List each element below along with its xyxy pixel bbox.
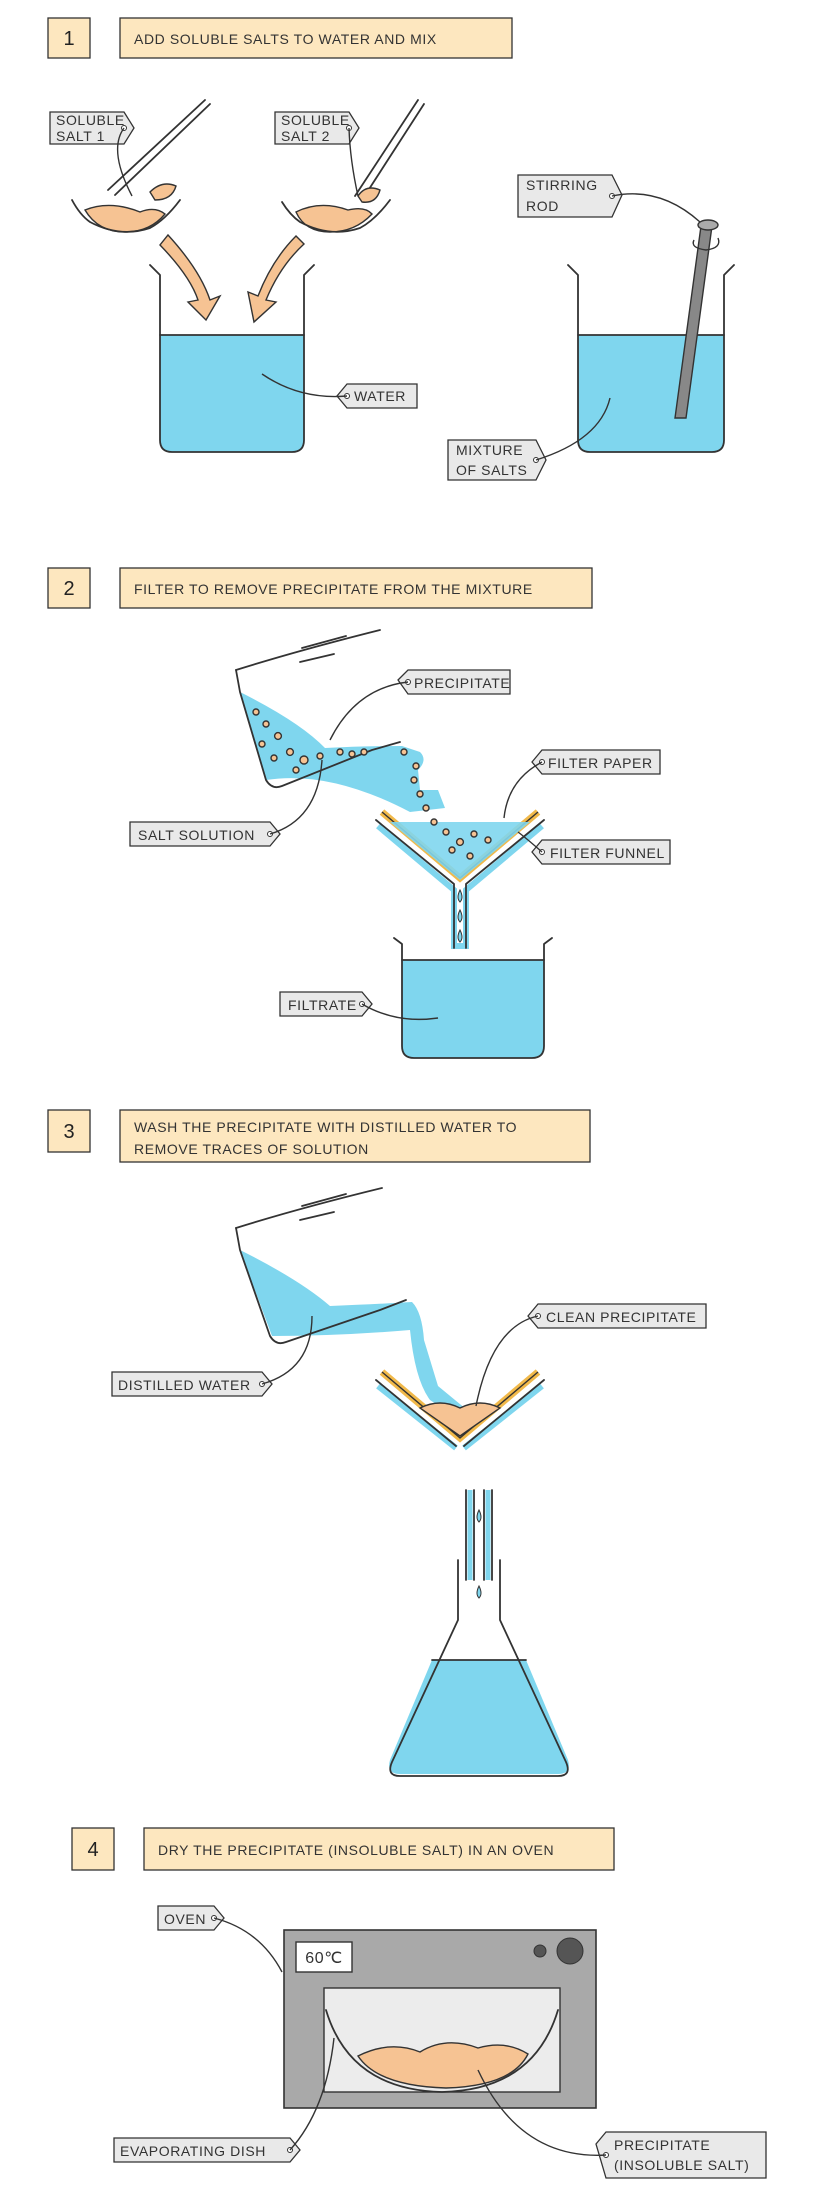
dish-salt-2 [281,99,425,233]
label-filtrate: FILTRATE [279,991,439,1021]
svg-text:MIXTURE: MIXTURE [456,442,523,458]
step-2: 2 FILTER TO REMOVE PRECIPITATE FROM THE … [47,567,593,609]
svg-text:PRECIPITATE: PRECIPITATE [614,2137,710,2153]
filtrate-beaker [393,937,553,1059]
svg-text:OVEN: OVEN [164,1911,206,1927]
oven: 60℃ [283,1929,597,2109]
label-precipitate: PRECIPITATE [329,669,511,741]
label-filter-paper: FILTER PAPER [503,749,661,819]
svg-text:REMOVE TRACES OF SOLUTION: REMOVE TRACES OF SOLUTION [134,1141,369,1157]
svg-text:WASH THE PRECIPITATE WITH DIST: WASH THE PRECIPITATE WITH DISTILLED WATE… [134,1119,517,1135]
svg-text:(INSOLUBLE SALT): (INSOLUBLE SALT) [614,2157,749,2173]
svg-text:DRY THE PRECIPITATE (INSOLUBLE: DRY THE PRECIPITATE (INSOLUBLE SALT) IN … [158,1842,554,1858]
temperature-display [295,1941,353,1973]
svg-text:EVAPORATING DISH: EVAPORATING DISH [120,2143,266,2159]
label-soluble-salt-2: SOLUBLE SALT 2 [274,111,360,197]
svg-text:WATER: WATER [354,388,406,404]
pour-arrow-1 [159,233,222,322]
step-3: 3 WASH THE PRECIPITATE WITH DISTILLED WA… [47,1109,591,1163]
step-instruction-box [119,17,513,59]
svg-text:CLEAN PRECIPITATE: CLEAN PRECIPITATE [546,1309,697,1325]
conical-flask [389,1489,569,1777]
step-1: 1 ADD SOLUBLE SALTS TO WATER AND MIX [47,17,513,59]
pouring-beaker-3 [235,1187,472,1420]
beaker-water [149,264,315,453]
beaker-mixture [567,219,735,453]
drops-2 [457,888,463,943]
step-number: 1 [63,28,74,50]
label-filter-funnel: FILTER FUNNEL [517,831,671,865]
oven-knob-large [556,1937,584,1965]
svg-text:OF SALTS: OF SALTS [456,462,527,478]
svg-text:SOLUBLE: SOLUBLE [56,112,125,128]
svg-text:FILTER PAPER: FILTER PAPER [548,755,653,771]
svg-text:DISTILLED WATER: DISTILLED WATER [118,1377,251,1393]
step-number-box [47,17,91,59]
label-mixture-of-salts: MIXTURE OF SALTS [447,397,611,481]
svg-text:60℃: 60℃ [305,1950,343,1967]
svg-text:SOLUBLE: SOLUBLE [281,112,350,128]
svg-text:FILTER TO REMOVE PRECIPITATE F: FILTER TO REMOVE PRECIPITATE FROM THE MI… [134,581,533,597]
step-instruction: ADD SOLUBLE SALTS TO WATER AND MIX [134,31,437,47]
label-precipitate-insoluble: PRECIPITATE (INSOLUBLE SALT) [477,2069,767,2179]
oven-knob-small [533,1944,547,1958]
svg-text:4: 4 [87,1839,98,1861]
label-distilled-water: DISTILLED WATER [111,1315,313,1397]
svg-text:2: 2 [63,578,74,600]
svg-text:STIRRING: STIRRING [526,177,598,193]
label-water: WATER [261,373,418,409]
filter-funnel-3 [375,1369,545,1451]
svg-text:ROD: ROD [526,198,559,214]
label-soluble-salt-1: SOLUBLE SALT 1 [49,111,135,197]
svg-text:SALT 2: SALT 2 [281,128,330,144]
label-evaporating-dish: EVAPORATING DISH [113,2037,335,2163]
filter-funnel-2 [375,809,545,949]
label-clean-precipitate: CLEAN PRECIPITATE [475,1303,707,1407]
svg-text:PRECIPITATE: PRECIPITATE [414,675,510,691]
label-salt-solution: SALT SOLUTION [129,759,323,847]
svg-text:SALT SOLUTION: SALT SOLUTION [138,827,255,843]
svg-text:3: 3 [63,1121,74,1143]
pour-arrow-2 [247,235,306,324]
step-4: 4 DRY THE PRECIPITATE (INSOLUBLE SALT) I… [71,1827,615,1871]
precipitate-particles [252,708,492,860]
dish-salt-1 [71,99,211,233]
svg-text:FILTRATE: FILTRATE [288,997,357,1013]
label-oven: OVEN [157,1905,283,1973]
svg-text:SALT 1: SALT 1 [56,128,105,144]
svg-text:FILTER FUNNEL: FILTER FUNNEL [550,845,665,861]
label-stirring-rod: STIRRING ROD [517,174,701,223]
